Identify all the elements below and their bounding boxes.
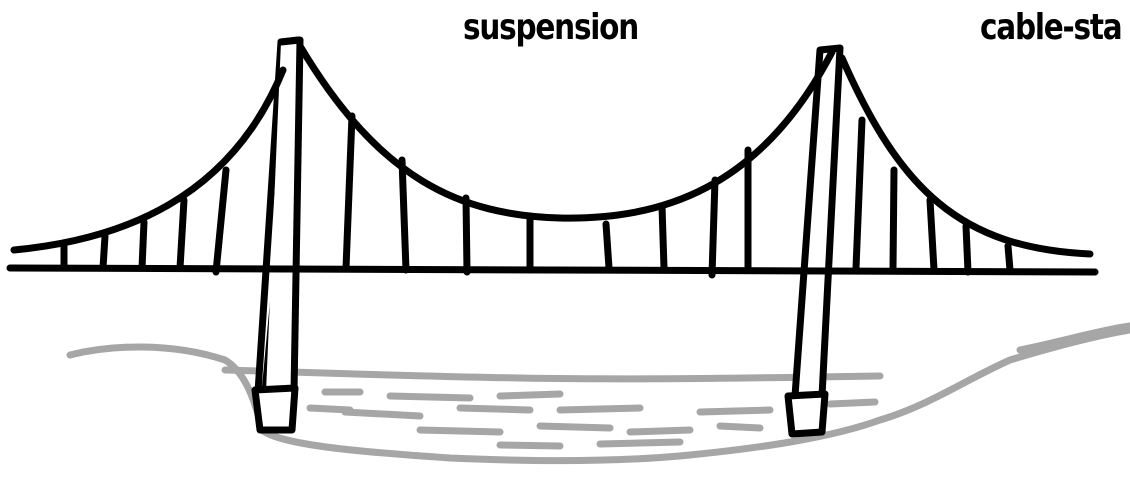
tower-left [255, 40, 300, 430]
suspension-label: suspension [463, 10, 638, 46]
hanger-cables [64, 116, 1010, 275]
cable-stayed-label: cable-sta [980, 10, 1121, 46]
river-banks [70, 326, 1130, 461]
